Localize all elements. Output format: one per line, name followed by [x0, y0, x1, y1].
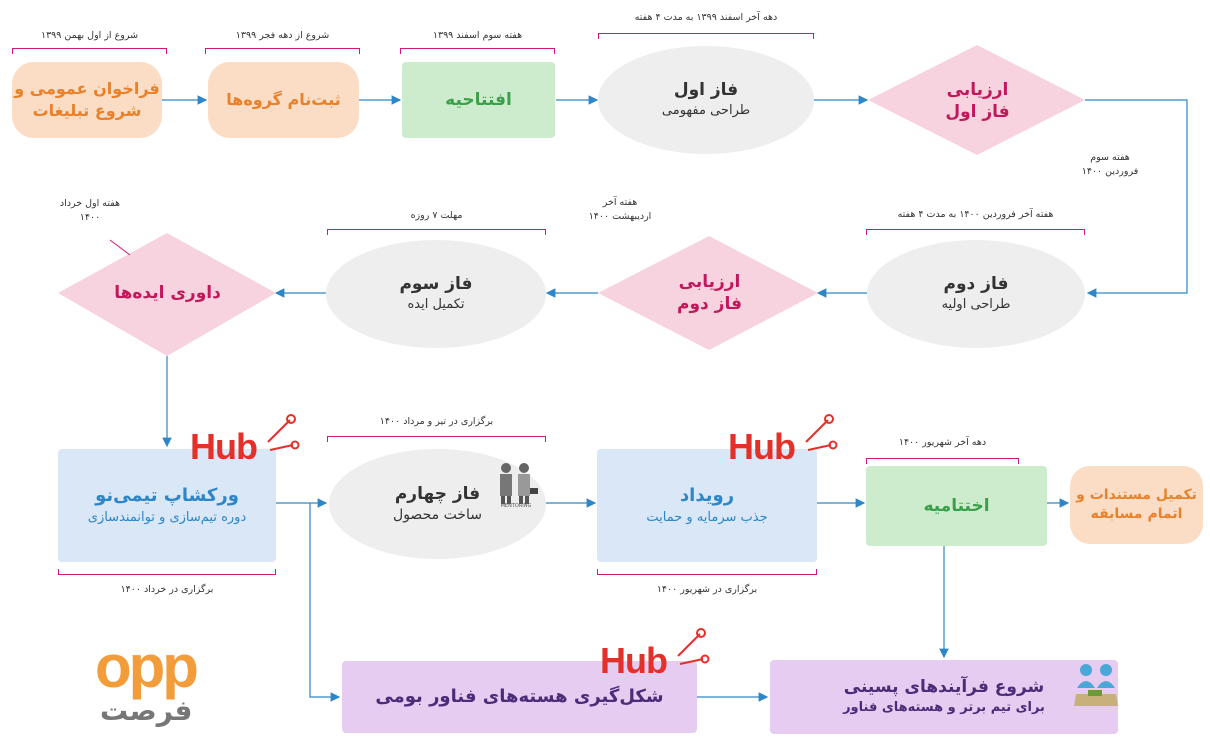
node-phase-1: فاز اول طراحی مفهومی: [598, 46, 814, 154]
note-f: هفته آخر فروردین ۱۴۰۰ به مدت ۴ هفته: [897, 209, 1054, 220]
diamond-judging: [58, 233, 276, 356]
pointer-line: [109, 239, 131, 256]
bracket-h: [327, 229, 546, 235]
node-event: رویداد جذب سرمایه و حمایت: [597, 449, 817, 562]
hub-logo-event: Hub: [728, 412, 838, 467]
node-tech-cores: شکل‌گیری هسته‌های فناور بومی: [342, 661, 697, 733]
bracket-j: [327, 436, 546, 442]
diamond-eval-1: [868, 45, 1085, 155]
hub-logo-tech-cores: Hub: [600, 626, 710, 681]
node-team-registration: ثبت‌نام گروه‌ها: [208, 62, 359, 138]
note-b: شروع از دهه فجر ۱۳۹۹: [235, 30, 330, 41]
note-e1: هفته سوم: [1090, 152, 1130, 163]
bracket-d: [598, 33, 814, 39]
bracket-l: [866, 458, 1019, 464]
bracket-a: [12, 48, 167, 54]
node-phase-2: فاز دوم طراحی اولیه: [867, 240, 1085, 348]
node-workshop: ورکشاپ تیمی‌نو دوره تیم‌سازی و توانمندسا…: [58, 449, 276, 562]
opp-logo: opp فرصت: [95, 633, 199, 727]
node-finish: تکمیل مستندات و اتمام مسابقه: [1070, 466, 1203, 544]
node-call-and-advertising: فراخوان عمومی و شروع تبلیغات: [12, 62, 162, 138]
note-g2: اردیبهشت ۱۴۰۰: [588, 211, 652, 222]
bracket-f: [866, 229, 1085, 235]
node-opening: افتتاحیه: [402, 62, 555, 138]
node-eval-2-label: ارزیابی فاز دوم: [677, 271, 742, 314]
hub-logo-workshop: Hub: [190, 412, 300, 467]
note-j: برگزاری در تیر و مرداد ۱۴۰۰: [379, 416, 494, 427]
note-i2: ۱۴۰۰: [79, 212, 101, 223]
bracket-b: [205, 48, 360, 54]
note-m: برگزاری در شهریور ۱۴۰۰: [656, 584, 758, 595]
diamond-eval-2: [598, 236, 818, 350]
node-closing: اختتامیه: [866, 466, 1047, 546]
node-post-processes: شروع فرآیندهای پسینی برای تیم برتر و هست…: [770, 660, 1118, 734]
note-d: دهه آخر اسفند ۱۳۹۹ به مدت ۴ هفته: [634, 12, 778, 23]
note-a: شروع از اول بهمن ۱۳۹۹: [40, 30, 139, 41]
bracket-k: [58, 569, 276, 575]
note-h: مهلت ۷ روزه: [410, 210, 463, 221]
node-phase-3: فاز سوم تکمیل ایده: [326, 240, 546, 348]
note-l: دهه آخر شهریور ۱۴۰۰: [898, 437, 987, 448]
node-eval-1-label: ارزیابی فاز اول: [945, 79, 1010, 122]
note-e2: فروردین ۱۴۰۰: [1081, 166, 1139, 177]
arrow-5-6: [1085, 99, 1188, 298]
node-judging-label: داوری ایده‌ها: [114, 282, 221, 303]
note-k: برگزاری در خرداد ۱۴۰۰: [120, 584, 214, 595]
meeting-icon: [1072, 660, 1120, 712]
note-i1: هفته اول خرداد: [59, 198, 121, 209]
note-c: هفته سوم اسفند ۱۳۹۹: [432, 30, 523, 41]
bracket-m: [597, 569, 817, 575]
arrow-10-15: [309, 503, 341, 702]
note-g1: هفته آخر: [602, 197, 638, 208]
mentoring-icon: MENTORING: [490, 460, 542, 510]
bracket-c: [400, 48, 555, 54]
